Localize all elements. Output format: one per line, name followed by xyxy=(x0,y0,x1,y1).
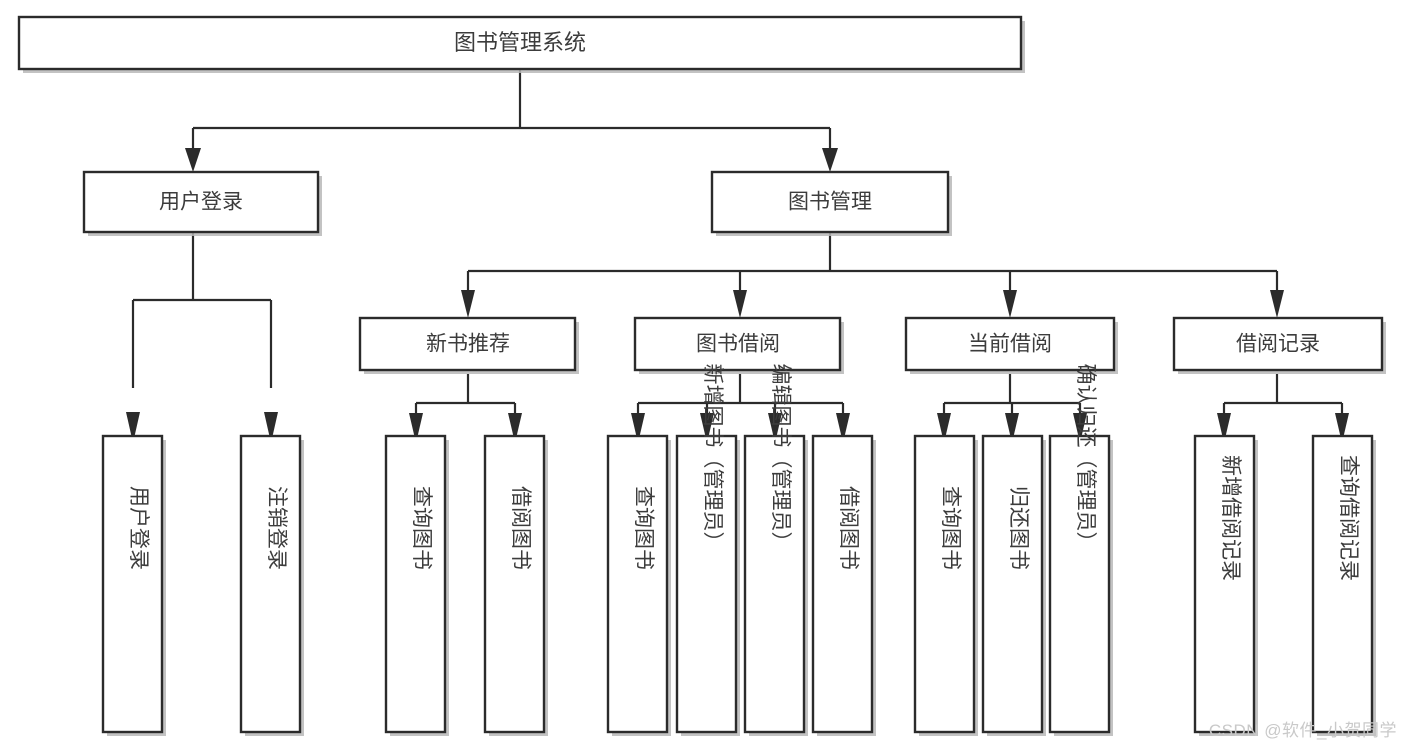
node-borrow-record-label: 借阅记录 xyxy=(1236,333,1320,356)
node-new-book-recommend-box xyxy=(358,316,577,372)
node-leaf-logout-login-box xyxy=(239,434,302,734)
node-borrow-record[interactable]: 借阅记录 xyxy=(1172,316,1386,374)
node-leaf-query-book-1-box xyxy=(384,434,447,734)
arrow-leaf-logout-login xyxy=(264,412,278,443)
node-leaf-edit-book[interactable]: 编辑图书（管理员） xyxy=(743,364,808,737)
node-leaf-confirm-return-label: 确认归还（管理员） xyxy=(1074,364,1097,553)
node-root-box xyxy=(17,15,1023,71)
node-borrow-record-box xyxy=(1172,316,1384,372)
node-leaf-query-book-3[interactable]: 查询图书 xyxy=(913,434,978,736)
node-leaf-confirm-return[interactable]: 确认归还（管理员） xyxy=(1048,364,1113,737)
node-leaf-add-record[interactable]: 新增借阅记录 xyxy=(1193,434,1258,736)
arrow-leaf-query-record xyxy=(1335,413,1349,443)
arrow-leaf-query-book-1 xyxy=(409,413,423,443)
arrow-leaf-edit-book xyxy=(768,413,782,443)
arrow-leaf-add-record xyxy=(1217,413,1231,443)
node-current-borrow[interactable]: 当前借阅 xyxy=(904,316,1118,374)
node-leaf-query-book-1[interactable]: 查询图书 xyxy=(384,434,449,736)
node-leaf-query-record-box xyxy=(1311,434,1374,734)
node-current-borrow-label: 当前借阅 xyxy=(968,333,1052,356)
node-leaf-user-login-box xyxy=(101,434,164,734)
node-leaf-add-record-box xyxy=(1193,434,1256,734)
arrow-to-new-book-recommend xyxy=(461,290,475,318)
node-leaf-query-book-2-label: 查询图书 xyxy=(632,486,655,570)
arrow-to-current-borrow xyxy=(1003,290,1017,318)
node-leaf-edit-book-label: 编辑图书（管理员） xyxy=(769,364,792,553)
node-leaf-add-book-box xyxy=(675,434,738,734)
node-leaf-query-book-2[interactable]: 查询图书 xyxy=(606,434,671,736)
node-leaf-borrow-book-2-box xyxy=(811,434,874,734)
node-leaf-add-record-label: 新增借阅记录 xyxy=(1219,455,1242,581)
connector-group xyxy=(126,70,1349,443)
node-book-borrow[interactable]: 图书借阅 xyxy=(633,316,844,374)
node-leaf-query-book-3-box xyxy=(913,434,976,734)
node-leaf-add-book-label: 新增图书（管理员） xyxy=(701,364,724,553)
node-book-manage[interactable]: 图书管理 xyxy=(710,170,952,236)
node-leaf-user-login-label: 用户登录 xyxy=(127,486,150,570)
node-leaf-return-book[interactable]: 归还图书 xyxy=(981,434,1046,736)
arrow-leaf-query-book-3 xyxy=(937,413,951,443)
csdn-watermark: CSDN @软件_小贺同学 xyxy=(1208,721,1397,740)
arrow-leaf-borrow-book-1 xyxy=(508,413,522,443)
arrow-leaf-query-book-2 xyxy=(631,413,645,443)
node-book-manage-box xyxy=(710,170,950,234)
arrow-leaf-user-login xyxy=(126,412,140,443)
arrow-to-book-borrow xyxy=(733,290,747,318)
node-book-borrow-box xyxy=(633,316,842,372)
node-root-label: 图书管理系统 xyxy=(454,30,586,55)
node-leaf-user-login[interactable]: 用户登录 xyxy=(101,434,166,736)
node-leaf-borrow-book-2[interactable]: 借阅图书 xyxy=(811,434,876,736)
node-new-book-recommend[interactable]: 新书推荐 xyxy=(358,316,579,374)
node-leaf-borrow-book-2-label: 借阅图书 xyxy=(837,486,860,570)
node-leaf-query-record[interactable]: 查询借阅记录 xyxy=(1311,434,1376,736)
node-user-login-box xyxy=(82,170,320,234)
node-leaf-query-book-2-box xyxy=(606,434,669,734)
node-leaf-edit-book-box xyxy=(743,434,806,734)
node-leaf-query-book-1-label: 查询图书 xyxy=(410,486,433,570)
arrow-to-user-login xyxy=(185,148,201,172)
node-leaf-borrow-book-1[interactable]: 借阅图书 xyxy=(483,434,548,736)
node-leaf-borrow-book-1-box xyxy=(483,434,546,734)
arrow-leaf-add-book xyxy=(700,413,714,443)
node-root[interactable]: 图书管理系统 xyxy=(17,15,1025,73)
arrow-to-book-manage xyxy=(822,148,838,172)
node-current-borrow-box xyxy=(904,316,1116,372)
node-leaf-borrow-book-1-label: 借阅图书 xyxy=(509,486,532,570)
node-leaf-query-book-3-label: 查询图书 xyxy=(939,486,962,570)
arrow-to-borrow-record xyxy=(1270,290,1284,318)
node-user-login[interactable]: 用户登录 xyxy=(82,170,322,236)
node-leaf-confirm-return-box xyxy=(1048,434,1111,734)
arrow-leaf-borrow-book-2 xyxy=(836,413,850,443)
node-leaf-return-book-box xyxy=(981,434,1044,734)
node-user-login-label: 用户登录 xyxy=(159,191,243,214)
node-new-book-recommend-label: 新书推荐 xyxy=(426,333,510,356)
node-book-manage-label: 图书管理 xyxy=(788,191,872,214)
node-leaf-add-book[interactable]: 新增图书（管理员） xyxy=(675,364,740,737)
node-leaf-return-book-label: 归还图书 xyxy=(1007,486,1030,570)
node-book-borrow-label: 图书借阅 xyxy=(696,333,780,356)
arrow-leaf-confirm-return xyxy=(1073,413,1087,443)
node-leaf-query-record-label: 查询借阅记录 xyxy=(1337,455,1360,581)
node-leaf-logout-login-label: 注销登录 xyxy=(265,486,288,570)
arrow-leaf-return-book xyxy=(1005,413,1019,443)
node-leaf-logout-login[interactable]: 注销登录 xyxy=(239,434,304,736)
